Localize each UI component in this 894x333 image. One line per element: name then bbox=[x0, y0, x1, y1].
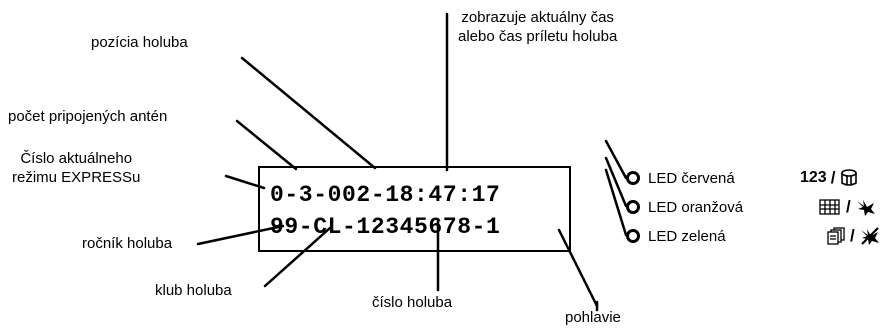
bucket-icon bbox=[841, 169, 858, 186]
label-antennas: počet pripojených antén bbox=[8, 108, 168, 125]
led-green-symbols: / bbox=[826, 224, 881, 248]
led-bracket-orange bbox=[604, 156, 628, 208]
pointer-year bbox=[196, 224, 285, 246]
led-bracket-red bbox=[604, 139, 628, 180]
pigeon-crossed-icon bbox=[860, 227, 879, 245]
label-sex: pohlavie bbox=[565, 309, 621, 326]
led-indicator-icon bbox=[626, 229, 640, 243]
led-indicator-icon bbox=[626, 200, 640, 214]
stacked-pages-icon bbox=[827, 227, 845, 245]
pointer-mode bbox=[224, 174, 266, 190]
grid-calendar-icon bbox=[819, 199, 840, 215]
led-orange-symbols: / bbox=[818, 195, 877, 219]
led-red-label: LED červená bbox=[648, 169, 735, 187]
led-red: LED červená bbox=[626, 166, 735, 190]
pigeon-icon bbox=[856, 200, 875, 216]
label-time-line2: alebo čas príletu holuba bbox=[458, 28, 618, 45]
display-line-1: 0-3-002-18:47:17 bbox=[270, 182, 501, 208]
label-mode: Číslo aktuálneho režimu EXPRESSu bbox=[12, 149, 140, 187]
led-red-number: 123 bbox=[800, 169, 827, 186]
slash-separator: / bbox=[830, 168, 836, 187]
slash-separator: / bbox=[850, 226, 855, 245]
label-mode-line2: režimu EXPRESSu bbox=[12, 169, 141, 186]
led-bracket-green bbox=[604, 168, 628, 237]
label-position: pozícia holuba bbox=[91, 34, 188, 51]
label-mode-line1: Číslo aktuálneho bbox=[20, 150, 133, 167]
led-green: LED zelená bbox=[626, 224, 726, 248]
label-year: ročník holuba bbox=[82, 235, 173, 252]
label-club: klub holuba bbox=[155, 282, 232, 299]
label-time-line1: zobrazuje aktuálny čas bbox=[461, 9, 614, 26]
label-number: číslo holuba bbox=[372, 294, 453, 311]
display-line-2: 99-CL-12345678-1 bbox=[270, 214, 501, 240]
pointer-antennas bbox=[235, 119, 298, 171]
pointer-sex bbox=[557, 228, 599, 308]
pointer-position bbox=[240, 56, 377, 170]
led-indicator-icon bbox=[626, 171, 640, 185]
label-time: zobrazuje aktuálny čas alebo čas príletu… bbox=[458, 8, 617, 46]
led-red-symbols: 123 / bbox=[800, 166, 859, 190]
led-orange: LED oranžová bbox=[626, 195, 743, 219]
pointer-club bbox=[263, 226, 332, 288]
led-green-label: LED zelená bbox=[648, 227, 726, 245]
slash-separator: / bbox=[846, 197, 851, 216]
led-orange-label: LED oranžová bbox=[648, 198, 744, 216]
lcd-display: 0-3-002-18:47:17 99-CL-12345678-1 bbox=[258, 166, 571, 252]
